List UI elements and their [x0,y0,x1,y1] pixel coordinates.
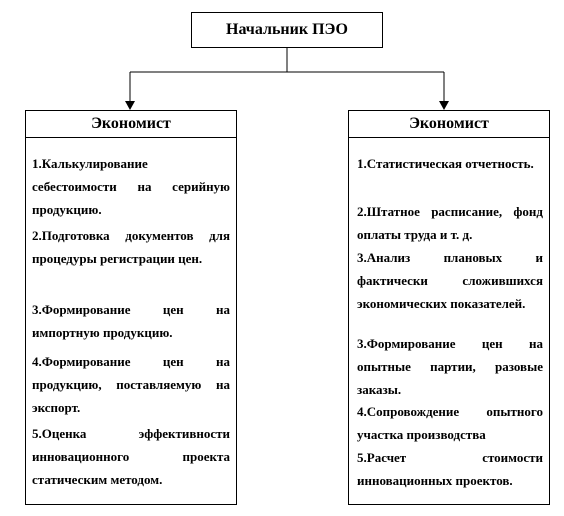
right-item-2: 2.Штатное расписание, фонд оплаты труда … [357,204,543,242]
left-item-4: 4.Формирование цен на продукцию, поставл… [32,354,230,415]
left-item-1: 1.Калькулирование себестоимости на серий… [32,156,230,217]
right-column-header: Экономист [348,110,550,138]
right-column-title: Экономист [409,115,489,132]
arrow-right-icon [439,101,449,110]
right-item-6: 5.Расчет стоимости инновационных проекто… [357,450,543,488]
head-title: Начальник ПЭО [226,21,348,38]
left-item-2: 2.Подготовка документов для процедуры ре… [32,228,230,266]
right-item-3: 3.Анализ плановых и фактически сложивших… [357,250,543,311]
right-item-4: 3.Формирование цен на опытные партии, ра… [357,336,543,397]
left-item-5: 5.Оценка эффективности инновационного пр… [32,426,230,487]
arrow-left-icon [125,101,135,110]
right-item-1: 1.Статистическая отчетность. [357,156,534,171]
left-column-title: Экономист [91,115,171,132]
left-column-header: Экономист [25,110,237,138]
right-item-5: 4.Сопровождение опытного участка произво… [357,404,543,442]
right-column-body: 1.Статистическая отчетность. 2.Штатное р… [348,138,550,505]
head-box: Начальник ПЭО [191,12,383,48]
left-column-body: 1.Калькулирование себестоимости на серий… [25,138,237,505]
left-item-3: 3.Формирование цен на импортную продукци… [32,302,230,340]
